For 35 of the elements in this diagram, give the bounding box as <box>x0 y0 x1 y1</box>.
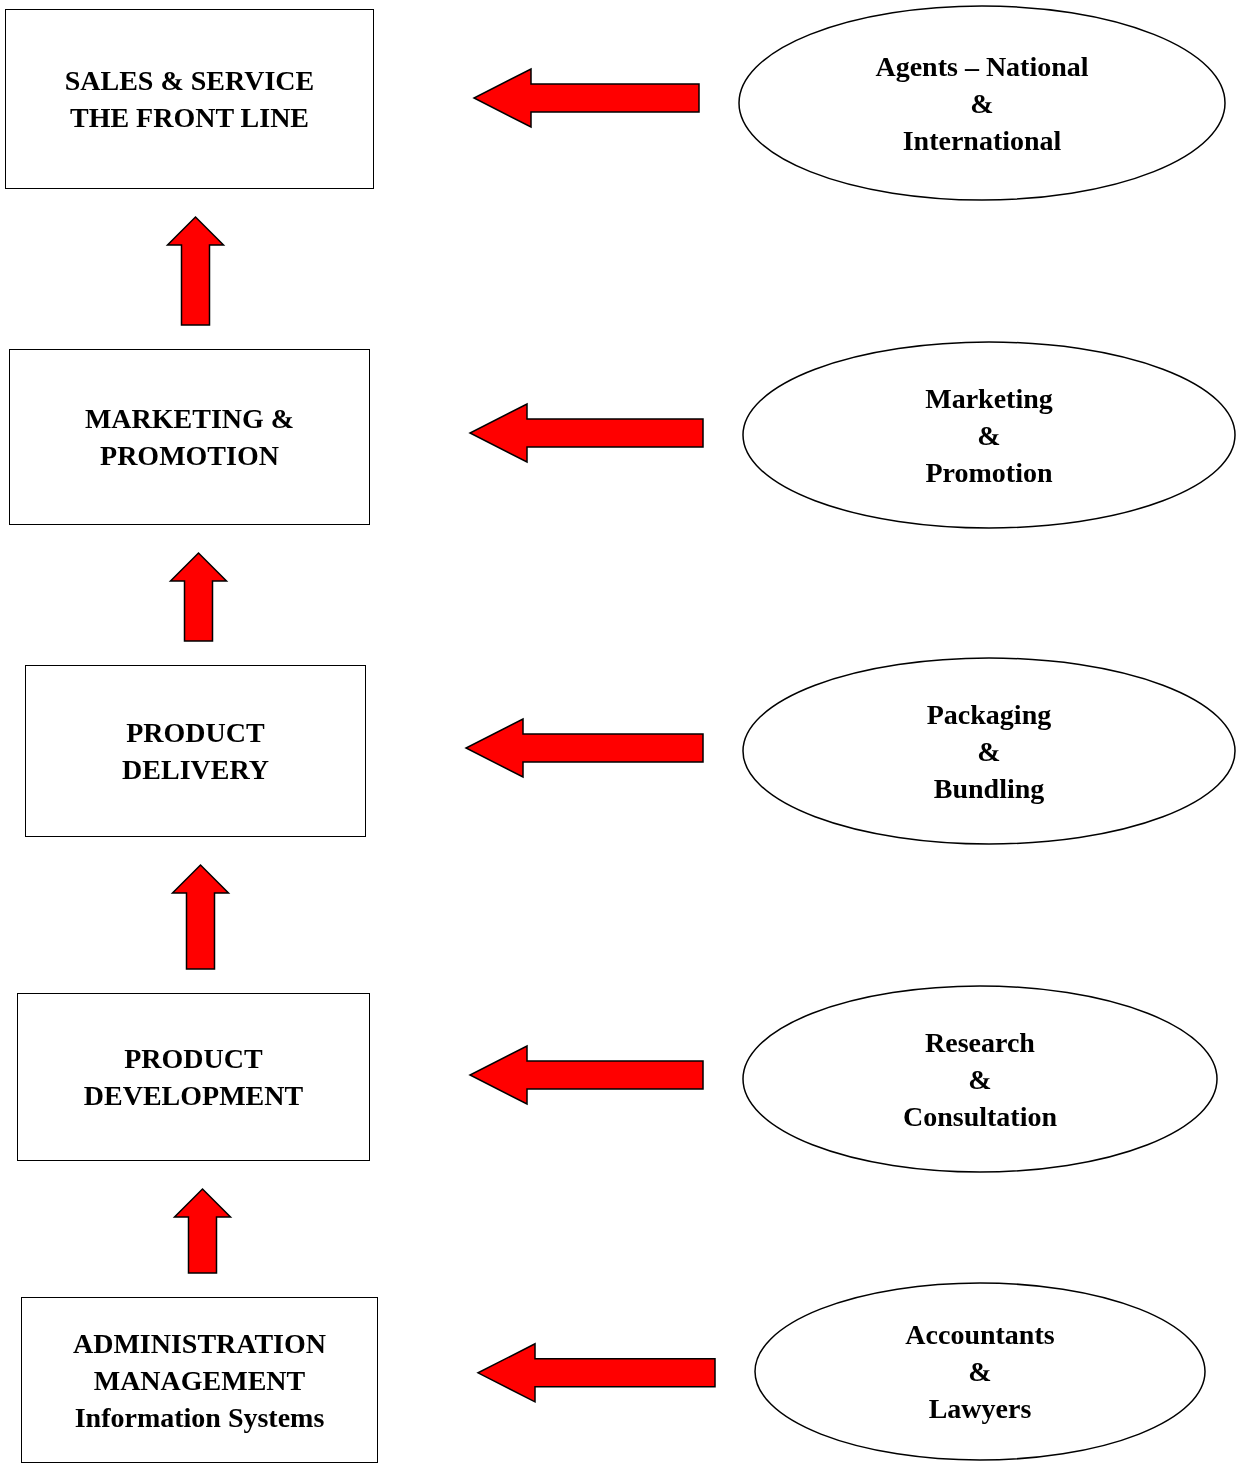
process-box <box>21 1297 378 1463</box>
box-label: SALES & SERVICE THE FRONT LINE <box>63 64 316 135</box>
ellipse-label: Packaging <box>926 697 1052 732</box>
ellipse-label: Promotion <box>925 455 1053 490</box>
ellipse-label: & <box>968 1355 992 1389</box>
block-arrow <box>168 551 229 642</box>
ellipse-label: Bundling <box>933 771 1045 806</box>
box-label: PRODUCT DEVELOPMENT <box>82 1042 305 1113</box>
ellipse-label: Consultation <box>902 1099 1057 1134</box>
block-arrow <box>165 215 226 326</box>
box-label: MARKETING & PROMOTION <box>83 402 296 473</box>
box-label: ADMINISTRATION MANAGEMENT <box>71 1326 328 1398</box>
ellipse-label: Marketing <box>925 381 1053 416</box>
ellipse-label: Research <box>925 1025 1035 1060</box>
process-box <box>25 665 366 837</box>
block-arrow <box>468 1044 704 1106</box>
ellipse-label: International <box>902 123 1062 158</box>
box-label: PRODUCT DELIVERY <box>121 716 270 787</box>
ellipse-label: Agents – National <box>875 49 1089 84</box>
block-arrow <box>472 67 700 129</box>
ellipse-label: & <box>970 86 994 121</box>
block-arrow <box>476 1342 716 1404</box>
block-arrow <box>468 402 704 464</box>
block-arrow <box>172 1187 233 1274</box>
box-label: Information Systems <box>73 1400 326 1435</box>
ellipse-label: & <box>977 418 1001 453</box>
process-box <box>9 349 370 525</box>
process-box <box>5 9 374 189</box>
ellipse-label: & <box>968 1062 992 1097</box>
block-arrow <box>464 717 704 779</box>
process-box <box>17 993 370 1161</box>
ellipse-label: & <box>977 734 1001 769</box>
ellipse-label: Accountants <box>905 1318 1055 1352</box>
block-arrow <box>170 863 231 970</box>
ellipse-label: Lawyers <box>928 1392 1032 1426</box>
